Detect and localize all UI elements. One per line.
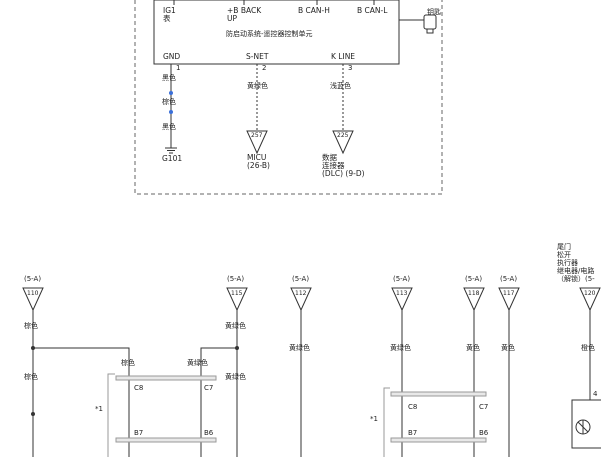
- left-connector-c8: C8: [134, 384, 143, 392]
- wire-115-label-b: 黄绿色: [187, 358, 208, 367]
- pin-2-number: 2: [262, 64, 266, 72]
- unit-title: 防启动系统-遥控器控制单元: [226, 29, 313, 38]
- pin-gnd-label: GND: [163, 52, 180, 61]
- ref-110-connector-icon: [22, 287, 44, 312]
- key-icon: [423, 14, 437, 30]
- wire-115-branch: [200, 347, 237, 457]
- ref-110-number: 110: [27, 290, 39, 297]
- pin-bcanl-label: B CAN-L: [357, 6, 388, 15]
- left-connector-b6: B6: [204, 429, 214, 437]
- left-connector-c: [115, 375, 217, 381]
- ref-115-number: 115: [231, 290, 243, 297]
- right-connector-c8: C8: [408, 403, 417, 411]
- gnd-wire-label-2: 棕色: [162, 97, 176, 106]
- ref-117-connector-icon: [498, 287, 520, 312]
- pin-bcanh-label: B CAN-H: [298, 6, 330, 15]
- pin-snet-label: S-NET: [246, 52, 269, 61]
- wire-110-label-b: 棕色: [121, 358, 135, 367]
- ground-label: G101: [162, 154, 182, 163]
- ref-113-connector-icon: [391, 287, 413, 312]
- left-connector-note: *1: [95, 405, 103, 413]
- kline-dest-1: 数据: [322, 152, 337, 162]
- right-connector-b7: B7: [408, 429, 417, 437]
- ref-118-page: (5-A): [465, 275, 482, 283]
- ref-112-number: 112: [295, 290, 307, 297]
- wire-110-label-a: 棕色: [24, 321, 38, 330]
- motor-label-1: 尾门: [557, 242, 571, 251]
- kline-connector-icon: [332, 130, 354, 155]
- snet-dest-1: MICU: [247, 153, 266, 162]
- ref-120-connector-icon: [579, 287, 601, 312]
- left-connector-bracket: [107, 373, 115, 457]
- wire-110-branch: [33, 347, 130, 457]
- kline-dest-3: (DLC) (9-D): [322, 169, 365, 178]
- ref-113-page: (5-A): [393, 275, 410, 283]
- pin-kline-label: K LINE: [331, 52, 355, 61]
- wire-110-label-c: 棕色: [24, 372, 38, 381]
- snet-wire-label: 黄绿色: [247, 81, 268, 90]
- ref-120-number: 120: [584, 290, 596, 297]
- ref-112-page: (5-A): [292, 275, 309, 283]
- pin-ig1-sub: 表: [163, 13, 171, 23]
- left-connector-b: [115, 437, 217, 443]
- motor-icon: [575, 419, 591, 435]
- snet-connector-number: 257: [251, 132, 263, 139]
- snet-connector-icon: [246, 130, 268, 155]
- key-label: 钥匙: [427, 7, 441, 16]
- ref-118-connector-icon: [463, 287, 485, 312]
- wire-117-label: 黄色: [501, 343, 515, 352]
- ref-112-connector-icon: [290, 287, 312, 312]
- motor-pin-number: 4: [593, 390, 598, 398]
- ref-113-number: 113: [396, 290, 408, 297]
- right-connector-note: *1: [370, 415, 378, 423]
- control-unit-box: [153, 0, 400, 65]
- pin-ig1-label: IG1: [163, 6, 176, 15]
- ref-118-number: 118: [468, 290, 480, 297]
- left-connector-b7: B7: [134, 429, 143, 437]
- ref-117-page: (5-A): [500, 275, 517, 283]
- ref-115-page: (5-A): [227, 275, 244, 283]
- right-connector-c: [390, 391, 487, 397]
- wire-118-label: 黄色: [466, 343, 480, 352]
- motor-label-3: 执行器: [557, 258, 578, 267]
- right-connector-b: [390, 437, 487, 443]
- ref-115-connector-icon: [226, 287, 248, 312]
- ground-icon: [165, 147, 177, 154]
- ref-110-page: (5-A): [24, 275, 41, 283]
- pin-bbackup-sub: UP: [227, 14, 237, 23]
- dashed-boundary: [134, 0, 443, 195]
- motor-label-2: 松开: [557, 250, 571, 259]
- right-connector-bracket: [383, 387, 390, 457]
- wire-113-label: 黄绿色: [390, 343, 411, 352]
- wire-120-label: 橙色: [581, 343, 595, 352]
- motor-label-4: 继电器/电路: [557, 266, 594, 275]
- pin-1-number: 1: [176, 64, 180, 72]
- ref-117-number: 117: [503, 290, 515, 297]
- snet-dest-2: (26-B): [247, 161, 270, 170]
- wire-115-label-a: 黄绿色: [225, 321, 246, 330]
- wire-112-label: 黄绿色: [289, 343, 310, 352]
- pin-3-number: 3: [348, 64, 352, 72]
- gnd-wire-label-3: 黑色: [162, 122, 176, 131]
- right-connector-c7: C7: [479, 403, 488, 411]
- kline-connector-number: 225: [337, 132, 349, 139]
- gnd-wire-label-1: 黑色: [162, 73, 176, 82]
- kline-dest-2: 连接器: [322, 160, 345, 170]
- motor-label-5: （解锁）(5-: [557, 274, 595, 283]
- right-connector-b6: B6: [479, 429, 489, 437]
- wire-115-label-c: 黄绿色: [225, 372, 246, 381]
- pin-bbackup-label: +B BACK: [227, 6, 262, 15]
- left-connector-c7: C7: [204, 384, 213, 392]
- kline-wire-label: 浅蓝色: [330, 81, 351, 90]
